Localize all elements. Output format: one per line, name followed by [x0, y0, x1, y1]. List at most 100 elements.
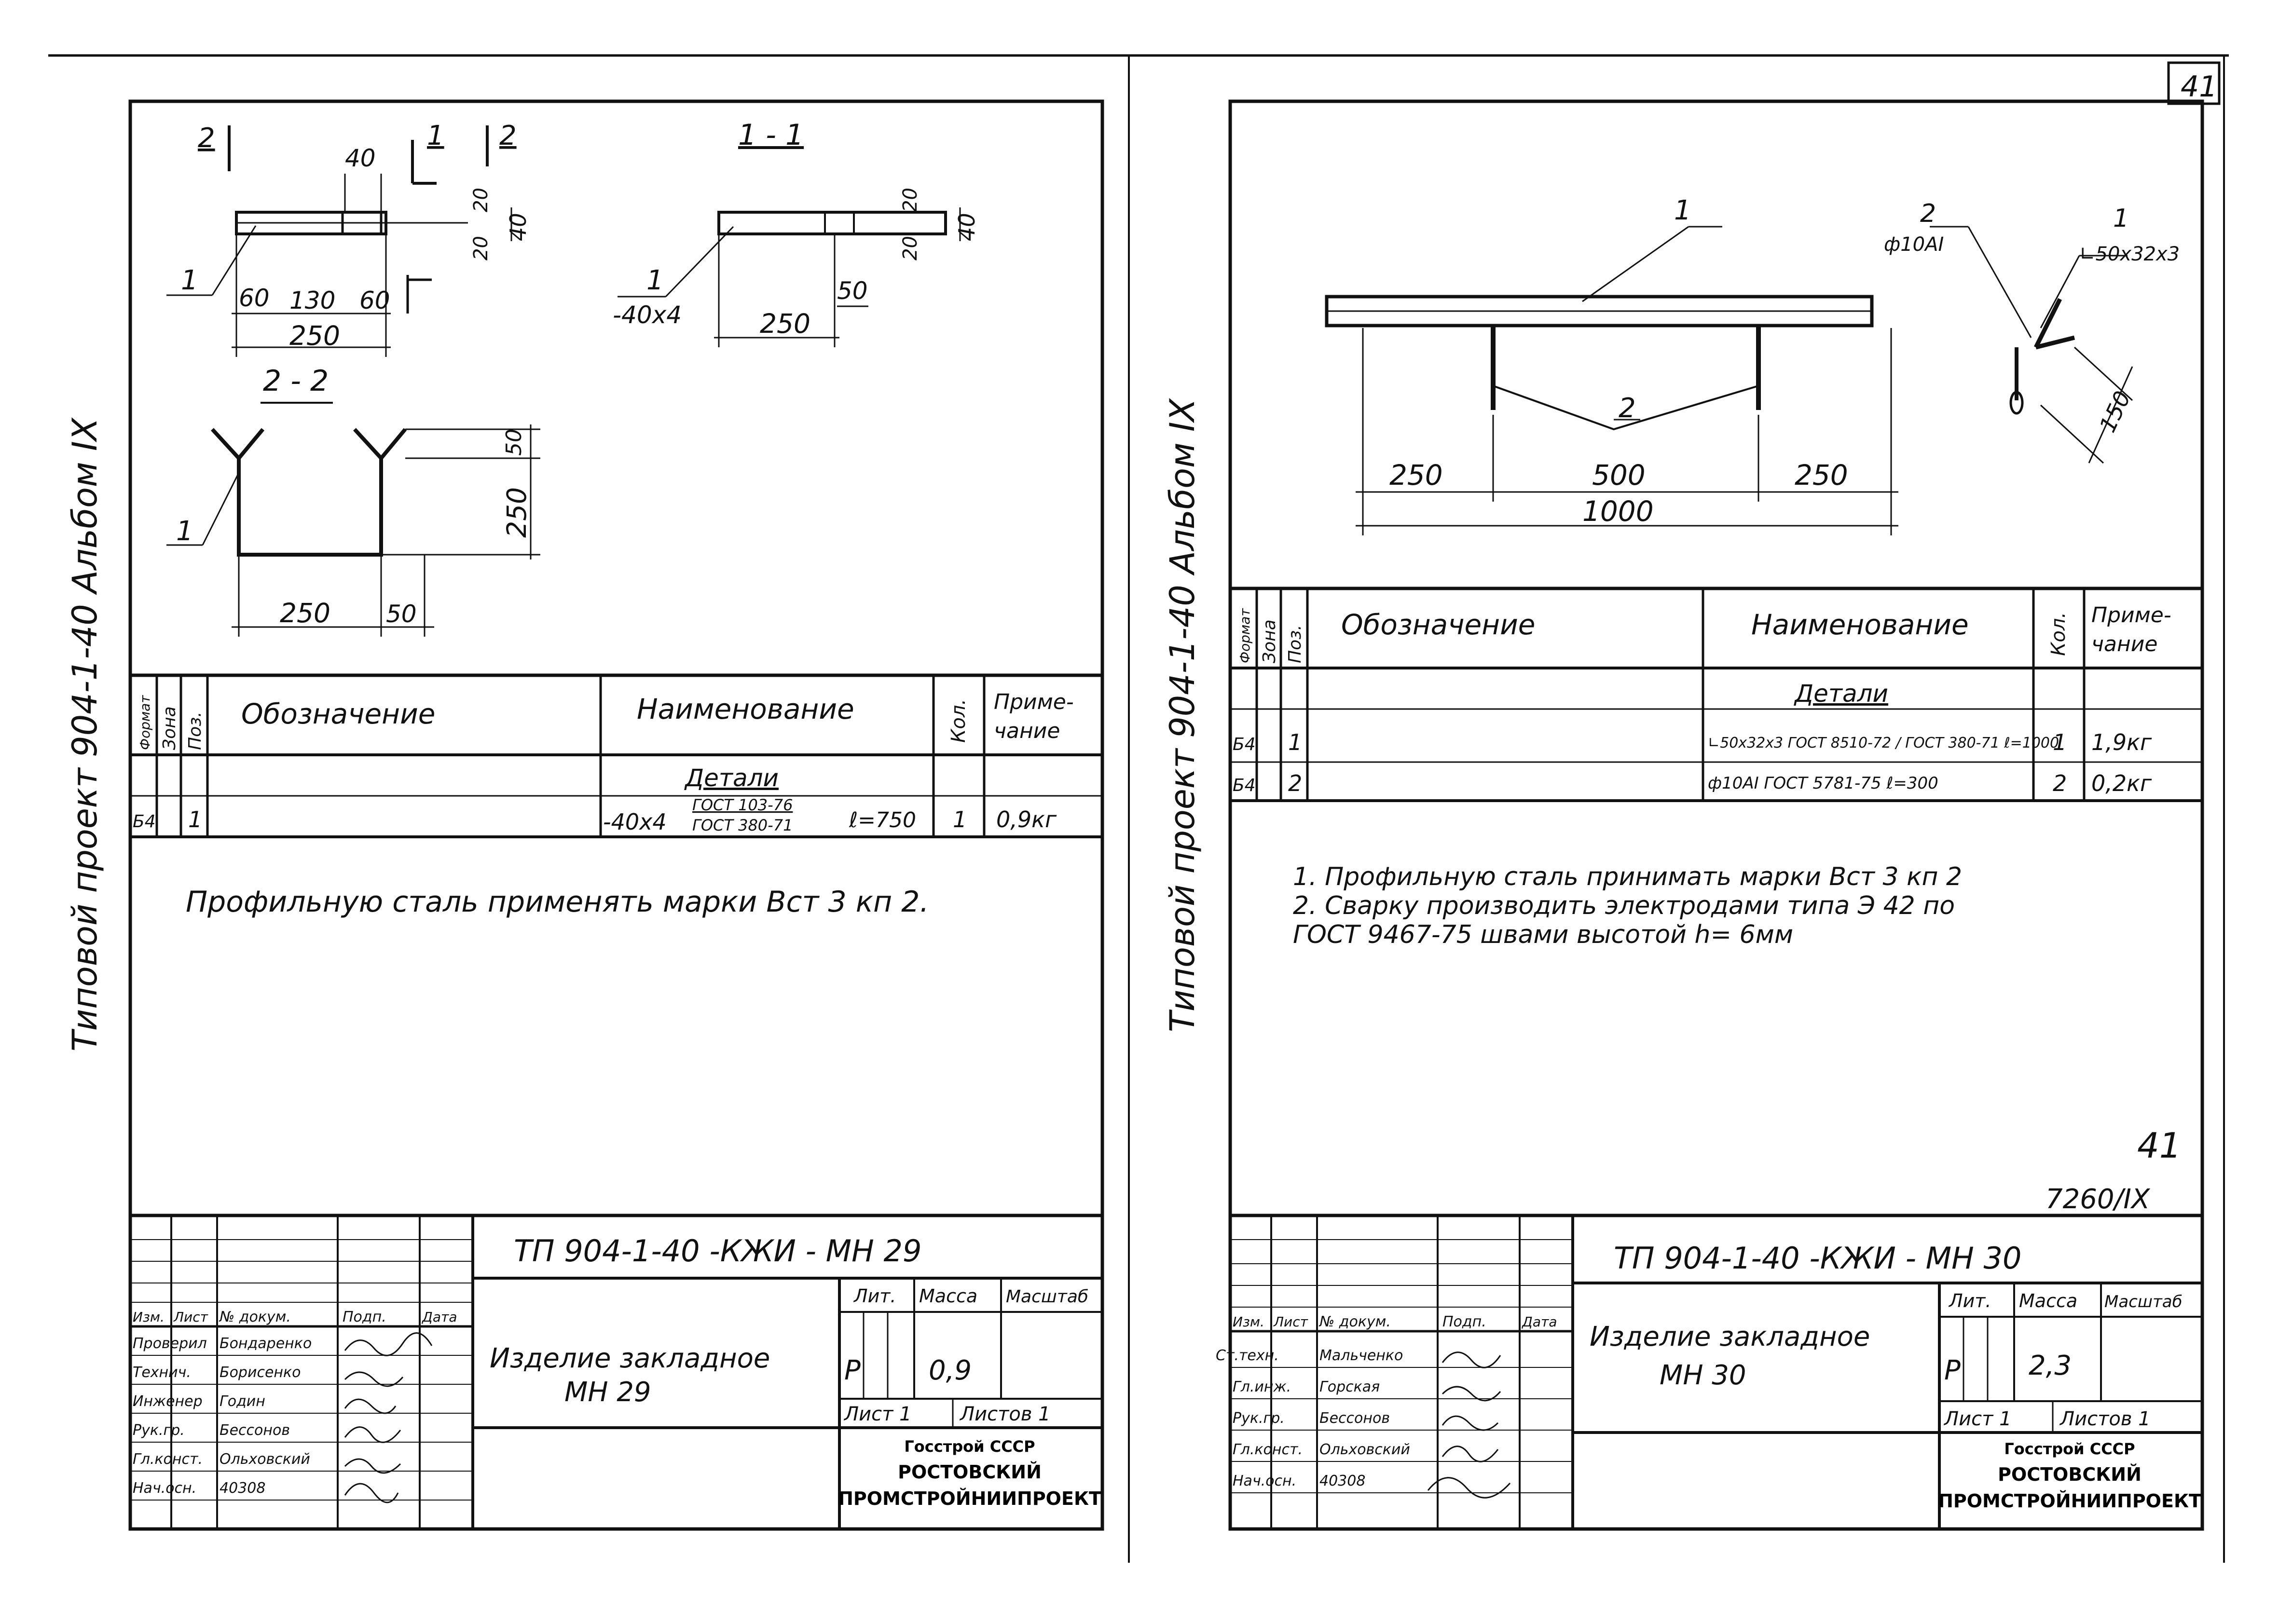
r-tb-scale-label: Масштаб	[2104, 1292, 2183, 1311]
section-1-1-title: 1 - 1	[738, 118, 804, 152]
tb-lit: Р	[844, 1355, 861, 1386]
tb-org-2: РОСТОВСКИЙ	[898, 1461, 1042, 1483]
right-spec-table: Формат Зона Поз. Обозначение Наименовани…	[1230, 587, 2202, 802]
left-sheet: Типовой проект 904-1-40 Альбом IX 2 1 2 …	[65, 99, 1104, 1531]
tb-scale-label: Масштаб	[1006, 1287, 1088, 1307]
r-row1-qty: 1	[2053, 729, 2067, 755]
tb-org-3: ПРОМСТРОЙНИИПРОЕКТ	[838, 1488, 1101, 1509]
r-row2-pos: 2	[1288, 770, 1302, 796]
r-tb-h-izm: Изм.	[1233, 1314, 1264, 1330]
hdr-name: Наименование	[637, 693, 854, 725]
dim-250-s11: 250	[760, 308, 810, 339]
r-tb-org-2: РОСТОВСКИЙ	[1998, 1464, 2142, 1485]
r-tb-h-date: Дата	[1521, 1314, 1557, 1330]
dim-60-right: 60	[359, 287, 390, 314]
r-row1-pos: 1	[1288, 729, 1302, 755]
tb-lit-label: Лит.	[853, 1285, 896, 1307]
r-tb-lit-label: Лит.	[1948, 1290, 1991, 1311]
r-tb-sheet: Лист 1	[1943, 1408, 2012, 1430]
dim-250-s22-h: 250	[280, 598, 330, 628]
tb-name-line2: МН 29	[564, 1377, 651, 1408]
r-tb-name-3: Бессонов	[1319, 1410, 1390, 1427]
r-tb-name-1: Мальченко	[1319, 1347, 1403, 1364]
r-tb-h-list: Лист	[1273, 1314, 1308, 1330]
r-tb-mass: 2,3	[2029, 1350, 2072, 1381]
r-tb-h-doc: № докум.	[1318, 1313, 1391, 1330]
page-number: 41	[2181, 70, 2217, 104]
tb-code: ТП 904-1-40 -КЖИ - МН 29	[514, 1233, 921, 1269]
tb-role-2: Технич.	[133, 1364, 191, 1381]
pos1-detail-label: 1	[2113, 204, 2129, 233]
left-section-2-2: 2 - 2 250 50 50 250 1	[166, 364, 540, 637]
tb-h-sign: Подп.	[343, 1309, 386, 1325]
r-tb-name-line2: МН 30	[1660, 1360, 1746, 1391]
tb-mass-label: Масса	[919, 1285, 977, 1307]
r-tb-org-1: Госстрой СССР	[2004, 1440, 2135, 1458]
right-assembly-view: 1 2 250 500 250 1000 2 ф10АI 1 ∟50x32x3	[1325, 195, 2180, 535]
tb-name-1: Бондаренко	[220, 1335, 312, 1352]
dim-20-b: 20	[470, 236, 492, 260]
left-plan-view: 2 1 2 40 60 130 60 250 40 20	[166, 120, 531, 357]
row1-gost-bottom: ГОСТ 380-71	[692, 816, 793, 834]
hdr-pos: Поз.	[185, 711, 205, 750]
dim-40-s11: 40	[954, 213, 980, 241]
tb-role-5: Гл.конст.	[133, 1451, 203, 1468]
row1-name-main: -40x4	[603, 809, 667, 835]
tb-name-4: Бессонов	[220, 1422, 290, 1439]
hdr-note-1: Приме-	[994, 690, 1074, 714]
tb-name-5: Ольховский	[220, 1451, 310, 1468]
tb-sheet: Лист 1	[843, 1403, 912, 1425]
pos-label-plan: 1	[181, 265, 198, 296]
tb-role-6: Нач.осн.	[133, 1480, 196, 1497]
dim-500: 500	[1592, 459, 1646, 491]
dim-40-side: 40	[505, 213, 531, 241]
r-hdr-designation: Обозначение	[1341, 608, 1535, 641]
tb-role-3: Инженер	[133, 1393, 203, 1410]
dim-130: 130	[289, 287, 335, 314]
tb-sheets: Листов 1	[959, 1403, 1051, 1425]
dim-250-plan: 250	[289, 320, 340, 351]
r-row1-format: Б4	[1233, 735, 1256, 754]
r-row1-name: ∟50x32x3 ГОСТ 8510-72 / ГОСТ 380-71 ℓ=10…	[1708, 735, 2059, 751]
r-tb-role-5: Нач.осн.	[1233, 1473, 1296, 1489]
section-mark-2: 2	[198, 123, 215, 154]
right-note-2: 2. Сварку производить электродами типа Э…	[1293, 891, 1955, 920]
r-tb-role-4: Гл.конст.	[1233, 1441, 1303, 1458]
r-tb-org-3: ПРОМСТРОЙНИИПРОЕКТ	[1938, 1490, 2201, 1512]
right-note-1: 1. Профильную сталь принимать марки Вст …	[1293, 862, 1962, 891]
hdr-note-2: чание	[994, 719, 1060, 743]
r-row2-name: ф10АI ГОСТ 5781-75 ℓ=300	[1708, 774, 1938, 793]
dim-20b-s11: 20	[899, 236, 921, 260]
hdr-qty: Кол.	[947, 699, 970, 743]
section-mark-1: 1	[427, 120, 444, 151]
dim-50-s22-v: 50	[502, 429, 526, 456]
tb-h-doc: № докум.	[219, 1309, 291, 1325]
r-hdr-zone: Зона	[1260, 619, 1279, 663]
tb-name-2: Борисенко	[220, 1364, 301, 1381]
left-section-1-1: 1 - 1 250 50 40 20 20 1 -40x4	[613, 118, 980, 347]
dim-60-left: 60	[239, 284, 270, 312]
pos1-label: 1	[1674, 195, 1691, 226]
left-note: Профильную сталь применять марки Вст 3 к…	[186, 885, 929, 919]
tb-h-izm: Изм.	[133, 1309, 165, 1325]
tb-role-1: Проверил	[133, 1335, 207, 1352]
tb-h-date: Дата	[421, 1309, 457, 1325]
left-title-block: Изм. Лист № докум. Подп. Дата Проверил Т…	[130, 1214, 1102, 1529]
pos2-detail-label: 2	[1920, 199, 1936, 228]
left-spec-table: Формат Зона Поз. Обозначение Наименовани…	[130, 673, 1102, 838]
dim-20-a: 20	[470, 188, 492, 212]
tb-role-4: Рук.гр.	[133, 1422, 185, 1439]
hdr-designation: Обозначение	[241, 697, 435, 730]
r-tb-name-2: Горская	[1319, 1378, 1380, 1395]
r-tb-code: ТП 904-1-40 -КЖИ - МН 30	[1614, 1241, 2021, 1276]
tb-name-line1: Изделие закладное	[490, 1343, 770, 1374]
row1-pos: 1	[188, 806, 202, 832]
r-row2-format: Б4	[1233, 776, 1256, 795]
r-row1-note: 1,9кг	[2091, 729, 2152, 755]
rod-label: ф10АI	[1884, 233, 1944, 256]
hdr-format: Формат	[137, 695, 153, 750]
stamp-ref: 7260/IX	[2046, 1184, 2151, 1215]
r-hdr-note-1: Приме-	[2091, 603, 2171, 628]
section-mark-2b: 2	[499, 120, 517, 151]
